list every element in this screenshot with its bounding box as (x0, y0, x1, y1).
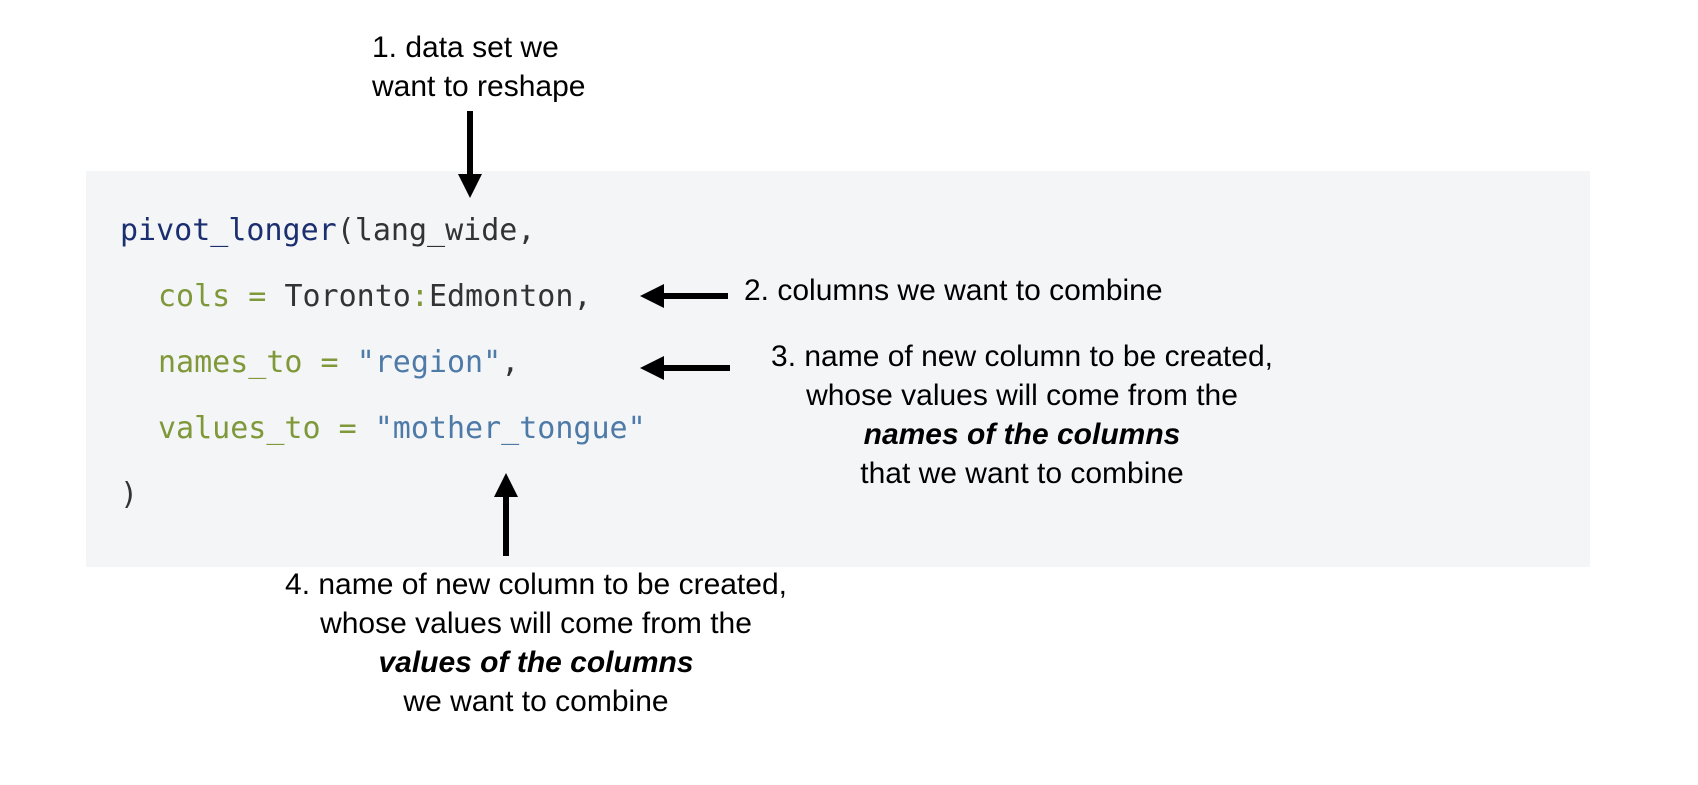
comma: , (517, 213, 536, 248)
cols-to: Edmonton (428, 279, 574, 314)
function-name: pivot_longer (120, 213, 337, 248)
cols-argument: cols (158, 279, 231, 314)
open-paren: ( (336, 213, 355, 248)
arrow-left-2 (640, 284, 728, 308)
cols-from: Toronto (284, 279, 411, 314)
arrow-up-4 (494, 473, 518, 556)
annotation-1-line-2: want to reshape (372, 70, 586, 103)
annotation-3-line-2: whose values will come from the (806, 379, 1238, 412)
arrow-down-1 (458, 111, 482, 198)
annotation-3-line-3: names of the columns (863, 418, 1181, 451)
annotation-4-line-1: 4. name of new column to be created, (285, 568, 787, 601)
values-to-value: "mother_tongue" (374, 411, 646, 446)
code-line-5: ) (120, 477, 138, 513)
annotation-4-line-3: values of the columns (378, 646, 694, 679)
annotation-3-line-4: that we want to combine (860, 457, 1184, 490)
equals-sign: = (230, 279, 285, 314)
annotation-3-line-1: 3. name of new column to be created, (771, 340, 1273, 373)
annotation-4-line-2: whose values will come from the (320, 607, 752, 640)
arrow-left-3 (640, 356, 730, 380)
code-line-2: cols = Toronto:Edmonton, (158, 279, 592, 315)
code-line-3: names_to = "region", (158, 345, 519, 381)
equals-sign: = (302, 345, 357, 380)
values-to-argument: values_to (158, 411, 321, 446)
annotation-4: 4. name of new column to be created, who… (262, 565, 810, 721)
annotation-1: 1. data set we want to reshape (372, 28, 585, 106)
names-to-value: "region" (356, 345, 502, 380)
annotation-1-line-1: 1. data set we (372, 31, 559, 64)
data-argument: lang_wide (354, 213, 518, 248)
code-line-4: values_to = "mother_tongue" (158, 411, 646, 447)
range-colon: : (410, 279, 429, 314)
annotation-2-line-1: 2. columns we want to combine (744, 274, 1163, 307)
annotation-2: 2. columns we want to combine (744, 271, 1163, 310)
equals-sign: = (320, 411, 375, 446)
close-paren: ) (120, 477, 139, 512)
annotation-4-line-4: we want to combine (403, 685, 669, 718)
annotation-3: 3. name of new column to be created, who… (744, 337, 1300, 493)
code-block (86, 171, 1590, 567)
code-line-1: pivot_longer(lang_wide, (120, 213, 535, 249)
names-to-argument: names_to (158, 345, 303, 380)
comma: , (501, 345, 520, 380)
comma: , (573, 279, 592, 314)
